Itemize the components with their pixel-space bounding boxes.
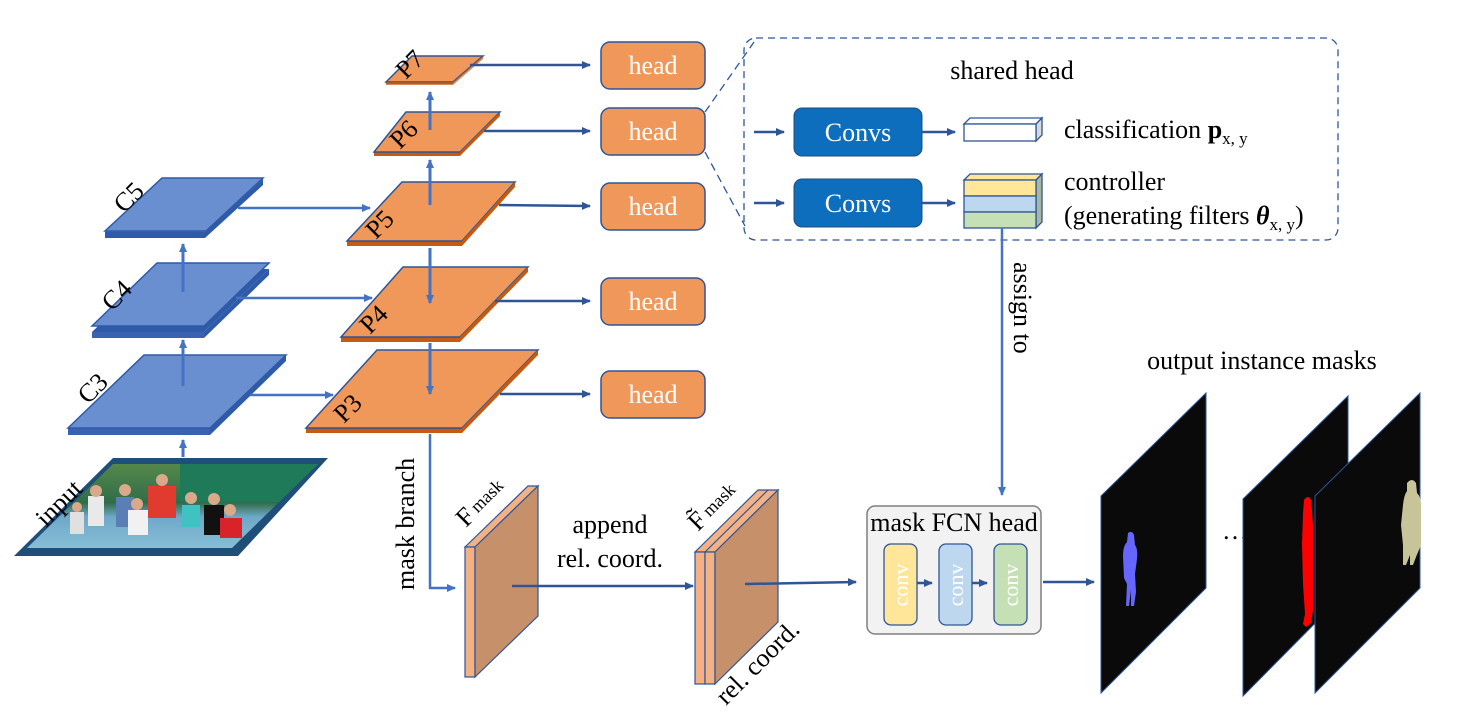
mask-shape-tan [1401, 480, 1421, 565]
f-tilde-mask-feature: F̃mask rel. coord. [682, 479, 806, 710]
mask-conv-1-label: conv [888, 564, 913, 607]
mask-fcn-title: mask FCN head [870, 508, 1038, 537]
mask-conv-3-label: conv [998, 564, 1023, 607]
head-box-p4: head [600, 277, 706, 326]
fpn-p3: P3 [304, 349, 540, 433]
head-box-p6: head [600, 107, 706, 156]
input-image: input [14, 458, 328, 556]
assign-to-label: assign to [1008, 262, 1037, 354]
convs-label: Convs [825, 118, 891, 147]
mask-conv-3 [993, 543, 1028, 626]
head-box-p5: head [600, 182, 706, 231]
shared-head-panel: shared head Convs classification px, y C… [743, 37, 1339, 241]
mask-branch-arrow [428, 434, 456, 592]
head-box-p7: head [600, 41, 706, 90]
output-mask-3 [1314, 391, 1421, 695]
controller-label: controller [1064, 167, 1165, 196]
output-title: output instance masks [1147, 346, 1377, 375]
zoom-connector-top [704, 41, 755, 113]
backbone-c5: C5 [103, 176, 265, 238]
head-label: head [628, 287, 677, 316]
head-label: head [628, 380, 677, 409]
mask-branch-label: mask branch [391, 458, 420, 590]
mask-conv-2-label: conv [943, 564, 968, 607]
head-label: head [628, 192, 677, 221]
arrow-p5-head [498, 201, 591, 210]
shared-head-title: shared head [950, 56, 1073, 85]
controller-sub-label: (generating filters θx, y) [1064, 201, 1304, 234]
mask-shape-blue [1123, 531, 1138, 606]
mask-fcn-head: mask FCN head conv conv conv [866, 505, 1042, 635]
mask-conv-1 [883, 543, 918, 626]
append-label-line1: append [572, 510, 647, 539]
fpn-p5: P5 [345, 181, 517, 246]
arrow-to-mask-fcn [744, 578, 857, 587]
head-label: head [628, 117, 677, 146]
convs-label: Convs [825, 189, 891, 218]
output-mask-1 [1100, 391, 1207, 695]
head-label: head [628, 51, 677, 80]
fpn-p4: P4 [339, 266, 530, 342]
mask-conv-2 [938, 543, 973, 626]
backbone-c4: C4 [90, 262, 271, 338]
classification-output-icon [962, 116, 1044, 143]
input-people [70, 474, 242, 538]
backbone-c3: C3 [66, 354, 288, 435]
classification-label: classification px, y [1064, 115, 1248, 148]
controller-output-icon [962, 172, 1044, 230]
zoom-connector-bottom [704, 151, 746, 227]
f-mask-feature: Fmask [450, 475, 540, 679]
head-box-p3: head [600, 370, 706, 419]
append-label-line2: rel. coord. [557, 544, 663, 573]
fpn-p6: P6 [372, 111, 502, 156]
fpn-p7: P7 [384, 44, 486, 85]
mask-shape-red [1302, 497, 1313, 627]
